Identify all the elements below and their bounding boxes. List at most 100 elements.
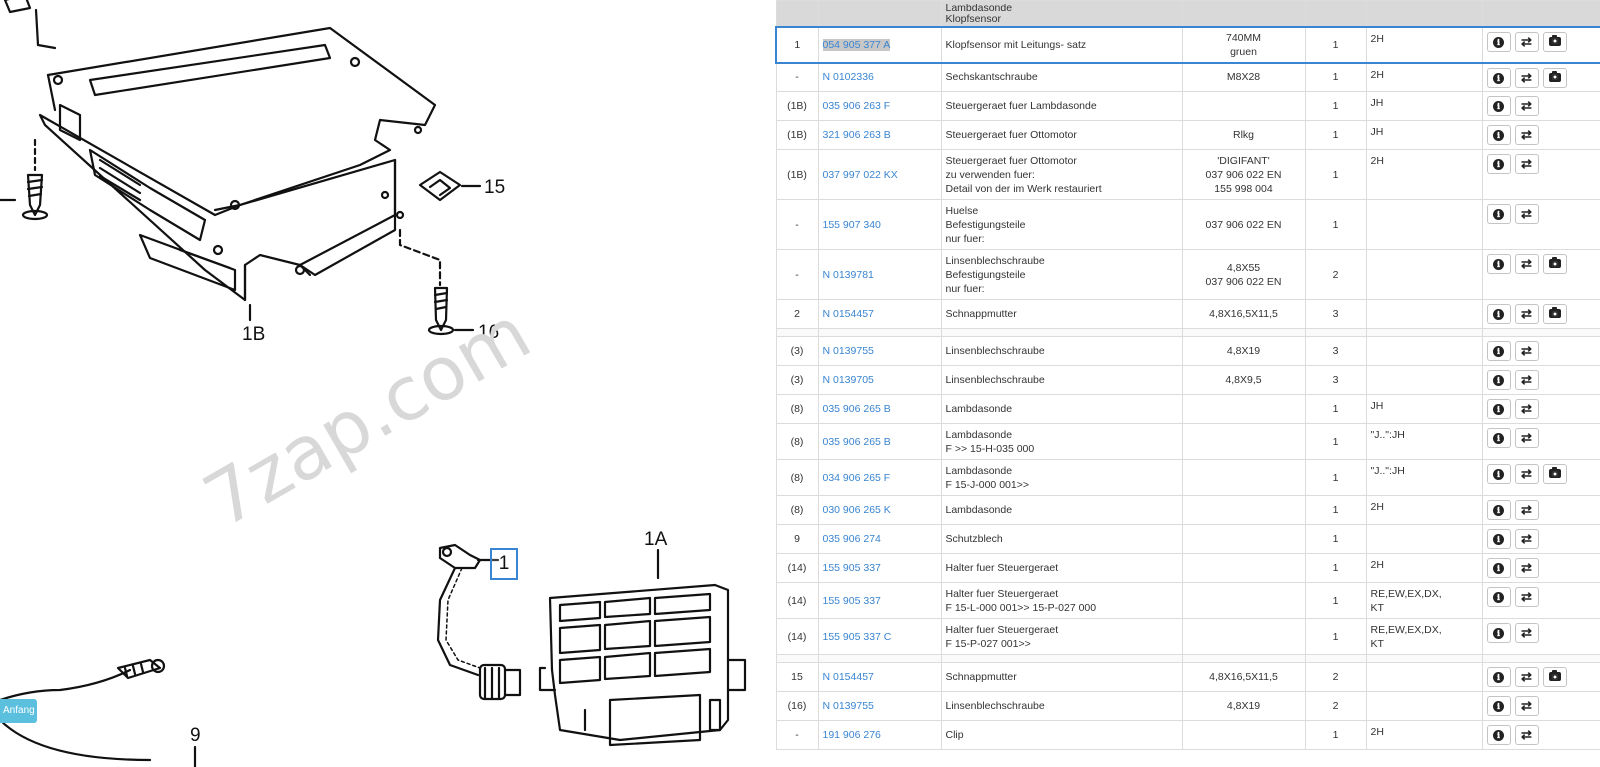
swap-button[interactable]: ⇄ xyxy=(1514,204,1539,224)
swap-button[interactable]: ⇄ xyxy=(1514,370,1539,390)
part-number-link[interactable]: 035 906 265 B xyxy=(822,435,891,448)
swap-button[interactable]: ⇄ xyxy=(1514,428,1539,448)
description-cell: Linsenblechschraube xyxy=(940,336,1183,366)
info-button[interactable]: ℹ xyxy=(1486,67,1511,88)
swap-button[interactable]: ⇄ xyxy=(1514,500,1539,520)
info-button[interactable]: ℹ xyxy=(1486,304,1511,324)
swap-button[interactable]: ⇄ xyxy=(1514,464,1539,484)
part-number-link[interactable]: 034 906 265 F xyxy=(822,471,891,484)
camera-button[interactable] xyxy=(1542,304,1567,324)
actions-cell: ℹ⇄ xyxy=(1481,149,1600,200)
info-button[interactable]: ℹ xyxy=(1486,31,1511,52)
part-number-link[interactable]: 035 906 265 B xyxy=(822,403,891,415)
info-button[interactable]: ℹ xyxy=(1486,529,1511,549)
info-button[interactable]: ℹ xyxy=(1486,558,1511,578)
part-number-link[interactable]: N 0102336 xyxy=(822,71,874,84)
part-number-link[interactable]: N 0139755 xyxy=(822,700,874,712)
info-button[interactable]: ℹ xyxy=(1486,96,1511,116)
part-number-link[interactable]: N 0139755 xyxy=(822,345,874,357)
part-number-link[interactable]: 191 906 276 xyxy=(822,729,881,741)
part-number-link[interactable]: N 0154457 xyxy=(822,308,874,320)
info-button[interactable]: ℹ xyxy=(1486,154,1511,174)
part-number-link[interactable]: N 0154457 xyxy=(822,671,874,683)
info-icon: ℹ xyxy=(1488,559,1510,577)
info-button[interactable]: ℹ xyxy=(1486,464,1511,484)
info-button[interactable]: ℹ xyxy=(1486,125,1511,145)
info-button[interactable]: ℹ xyxy=(1486,254,1511,274)
part-number-link[interactable]: 054 905 377 A xyxy=(822,38,891,51)
info-button[interactable]: ℹ xyxy=(1486,587,1511,607)
swap-button[interactable]: ⇄ xyxy=(1514,31,1539,52)
info-button[interactable]: ℹ xyxy=(1486,623,1511,643)
swap-icon: ⇄ xyxy=(1521,466,1532,481)
part-number-link[interactable]: 037 997 022 KX xyxy=(822,168,898,181)
start-button[interactable]: Anfang xyxy=(0,699,37,723)
swap-button[interactable]: ⇄ xyxy=(1514,96,1539,116)
info-button[interactable]: ℹ xyxy=(1486,204,1511,224)
part-number-link[interactable]: N 0139781 xyxy=(822,268,874,281)
info-button[interactable]: ℹ xyxy=(1486,399,1511,419)
part-number-link[interactable]: 035 906 274 xyxy=(822,533,881,545)
part-number-link[interactable]: 321 906 263 B xyxy=(822,129,891,141)
swap-button[interactable]: ⇄ xyxy=(1514,154,1539,174)
info-button[interactable]: ℹ xyxy=(1486,696,1511,716)
part-number-link[interactable]: 035 906 263 F xyxy=(822,100,891,112)
camera-button[interactable] xyxy=(1542,464,1567,484)
part-number-cell: 321 906 263 B xyxy=(817,120,942,150)
part-number-link[interactable]: 155 905 337 xyxy=(822,562,881,574)
swap-button[interactable]: ⇄ xyxy=(1514,125,1539,145)
part-number-link[interactable]: N 0139705 xyxy=(822,374,874,386)
info-button[interactable]: ℹ xyxy=(1486,370,1511,390)
part-number-link[interactable]: 030 906 265 K xyxy=(822,504,891,516)
callout-1-highlight[interactable]: 1 xyxy=(490,548,518,580)
info-button[interactable]: ℹ xyxy=(1486,428,1511,448)
swap-button[interactable]: ⇄ xyxy=(1514,529,1539,549)
info-button[interactable]: ℹ xyxy=(1486,667,1511,687)
camera-button[interactable] xyxy=(1542,67,1567,88)
swap-button[interactable]: ⇄ xyxy=(1514,725,1539,745)
camera-button[interactable] xyxy=(1542,31,1567,52)
swap-button[interactable]: ⇄ xyxy=(1514,67,1539,88)
swap-button[interactable]: ⇄ xyxy=(1514,399,1539,419)
swap-button[interactable]: ⇄ xyxy=(1514,304,1539,324)
info-button[interactable]: ℹ xyxy=(1486,725,1511,745)
part-number-link[interactable]: 155 905 337 xyxy=(822,594,881,607)
swap-button[interactable]: ⇄ xyxy=(1514,696,1539,716)
swap-button[interactable]: ⇄ xyxy=(1514,341,1539,361)
info-button[interactable]: ℹ xyxy=(1486,341,1511,361)
swap-button[interactable]: ⇄ xyxy=(1514,667,1539,687)
swap-button[interactable]: ⇄ xyxy=(1514,623,1539,643)
swap-button[interactable]: ⇄ xyxy=(1514,587,1539,607)
camera-button[interactable] xyxy=(1542,667,1567,687)
camera-button[interactable] xyxy=(1542,254,1567,274)
info-button[interactable]: ℹ xyxy=(1486,500,1511,520)
swap-button[interactable]: ⇄ xyxy=(1514,558,1539,578)
part-number-link[interactable]: 155 907 340 xyxy=(822,218,881,231)
swap-button[interactable]: ⇄ xyxy=(1514,254,1539,274)
description-cell: Halter fuer Steuergeraet xyxy=(940,553,1183,583)
part-number-link[interactable]: 155 905 337 C xyxy=(822,630,892,643)
parts-diagram[interactable]: 15 16 1B 1A 9 7zap.com 1 Anfang xyxy=(0,0,775,767)
